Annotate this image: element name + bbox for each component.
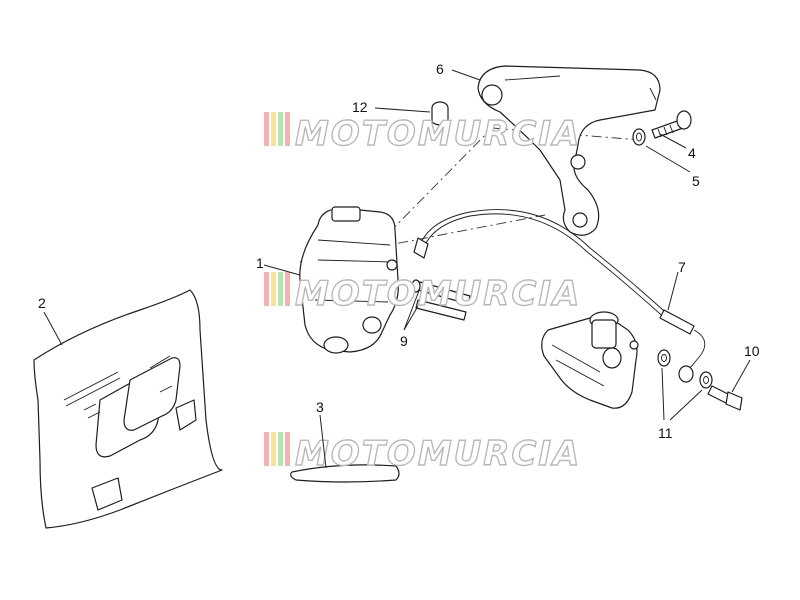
bolt-part (651, 110, 692, 139)
bracket-part (477, 65, 661, 236)
callout-2: 2 (38, 295, 46, 311)
sealing-washers-part (657, 349, 713, 389)
callout-3: 3 (316, 399, 324, 415)
watermark-middle: MOTOMURCIA (264, 272, 581, 315)
brake-hose-part (413, 209, 706, 383)
banjo-bolt-part (707, 385, 743, 411)
callout-10: 10 (744, 343, 760, 359)
callout-7: 7 (678, 259, 686, 275)
brake-pad-kit-part (33, 289, 223, 529)
brake-caliper-part (299, 206, 399, 354)
watermark-text-top: MOTOMURCIA (295, 114, 581, 154)
leader-lines (43, 69, 751, 469)
callout-12: 12 (352, 99, 368, 115)
callout-9: 9 (400, 333, 408, 349)
callout-6: 6 (436, 61, 444, 77)
master-cylinder-part (541, 311, 639, 409)
watermark-bottom: MOTOMURCIA (264, 432, 581, 475)
callout-1: 1 (256, 255, 264, 271)
callout-11: 11 (658, 425, 673, 441)
caliper-pins-part (411, 279, 471, 321)
spacer-part (431, 101, 449, 126)
washer-part (632, 128, 646, 146)
callout-5: 5 (692, 173, 700, 189)
watermark-text-middle: MOTOMURCIA (295, 274, 581, 314)
grease-sachet-part (290, 464, 400, 483)
watermark-text-bottom: MOTOMURCIA (295, 434, 581, 474)
callout-4: 4 (688, 145, 696, 161)
watermark-top: MOTOMURCIA (264, 112, 581, 155)
